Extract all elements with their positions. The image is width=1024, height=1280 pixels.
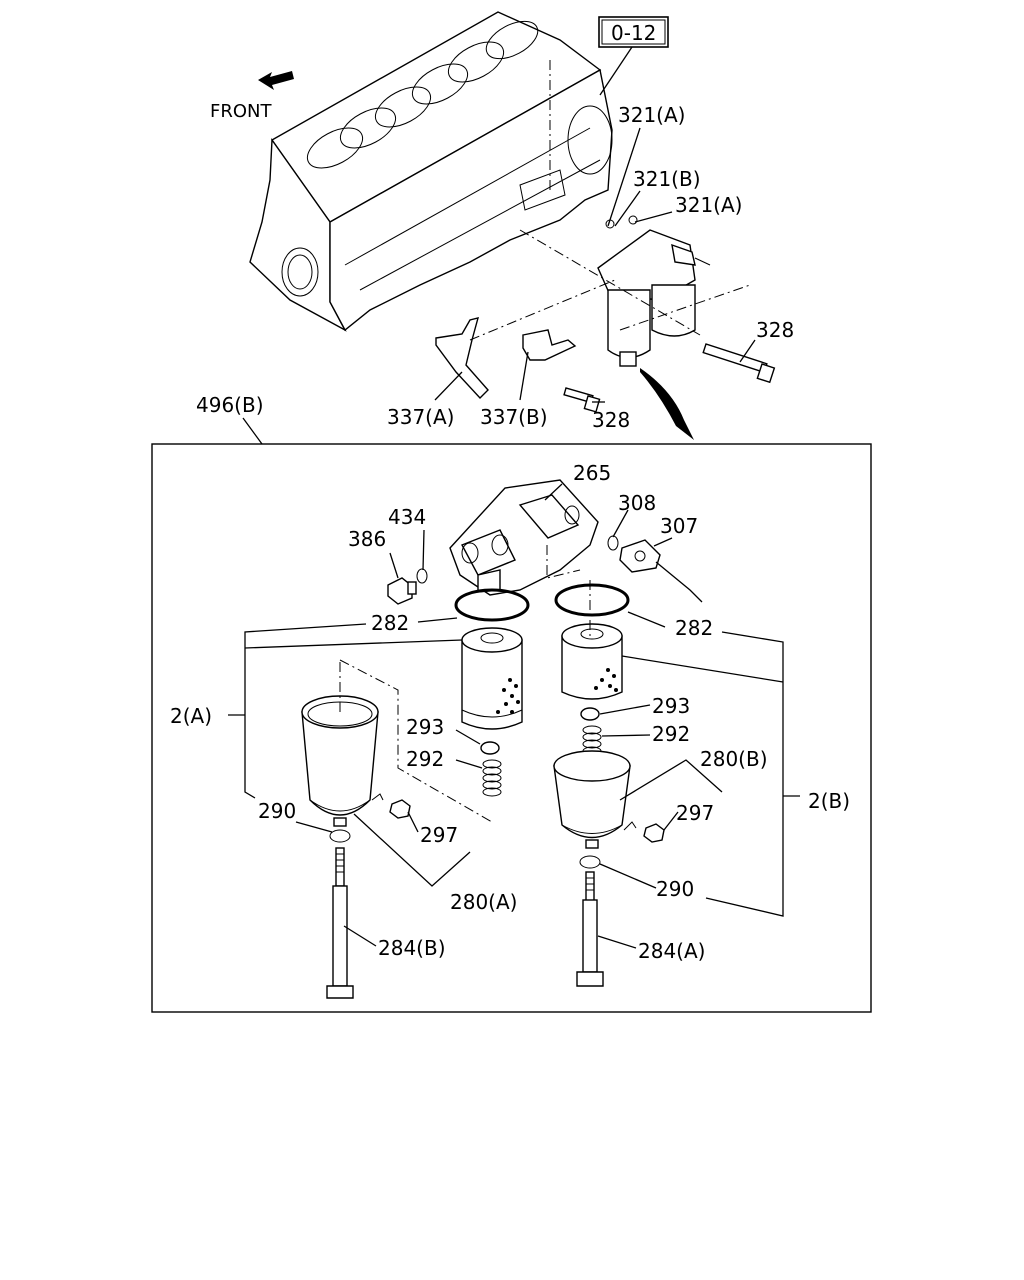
- filter-element-right: [561, 623, 623, 700]
- group-label: 496(B): [196, 393, 264, 417]
- front-arrow-icon: [258, 71, 294, 90]
- label-292-left: 292: [406, 747, 444, 771]
- oring-290-right: [579, 855, 601, 869]
- label-290-left: 290: [258, 799, 296, 823]
- spring-292-left: [482, 759, 502, 797]
- engine-block: [249, 11, 613, 332]
- filter-bowl-right: [553, 750, 637, 849]
- bracket-337b: [522, 329, 577, 361]
- oring-282-right: [554, 583, 630, 617]
- plug-386: [387, 577, 417, 605]
- ring-308: [607, 535, 619, 551]
- front-label: FRONT: [210, 101, 272, 122]
- label-386: 386: [348, 527, 386, 551]
- detail-arrow-icon: [640, 368, 694, 440]
- label-297-left: 297: [420, 823, 458, 847]
- drain-plug-297-left: [389, 799, 411, 819]
- label-297-right: 297: [676, 801, 714, 825]
- ring-434: [416, 568, 428, 584]
- mounted-filter-assembly: [597, 215, 711, 367]
- oring-282-left: [454, 588, 530, 622]
- label-337a: 337(A): [387, 405, 454, 429]
- label-290-right: 290: [656, 877, 694, 901]
- label-265: 265: [573, 461, 611, 485]
- center-bolt-284a: [576, 871, 604, 987]
- label-284a: 284(A): [638, 939, 705, 963]
- label-282-left: 282: [371, 611, 409, 635]
- reference-box: [598, 16, 669, 48]
- label-328-right: 328: [756, 318, 794, 342]
- sensor-307: [619, 539, 703, 603]
- label-337b: 337(B): [480, 405, 548, 429]
- label-280a: 280(A): [450, 890, 517, 914]
- label-307: 307: [660, 514, 698, 538]
- label-292-right: 292: [652, 722, 690, 746]
- label-280b: 280(B): [700, 747, 768, 771]
- label-2a: 2(A): [170, 704, 212, 728]
- label-321b: 321(B): [633, 167, 701, 191]
- label-321a-mid: 321(A): [675, 193, 742, 217]
- detail-frame: [151, 443, 872, 1013]
- spring-292-right: [582, 725, 602, 756]
- washer-293-left: [480, 741, 500, 755]
- oring-290-left: [329, 829, 351, 843]
- washer-293-right: [580, 707, 600, 721]
- label-2b: 2(B): [808, 789, 850, 813]
- center-bolt-284b: [326, 847, 354, 999]
- label-282-right: 282: [675, 616, 713, 640]
- label-434: 434: [388, 505, 426, 529]
- label-293-left: 293: [406, 715, 444, 739]
- bolt-328-bottom: [563, 387, 601, 413]
- reference-code: 0-12: [611, 21, 656, 45]
- label-284b: 284(B): [378, 936, 446, 960]
- label-328-bottom: 328: [592, 408, 630, 432]
- bolt-328-right: [702, 343, 776, 384]
- drain-plug-297-right: [643, 823, 665, 843]
- label-321a-top: 321(A): [618, 103, 685, 127]
- bracket-337a: [435, 317, 489, 400]
- label-308: 308: [618, 491, 656, 515]
- label-293-right: 293: [652, 694, 690, 718]
- filter-element-left: [461, 627, 523, 730]
- filter-head: [449, 479, 599, 596]
- filter-bowl-left: [301, 695, 384, 827]
